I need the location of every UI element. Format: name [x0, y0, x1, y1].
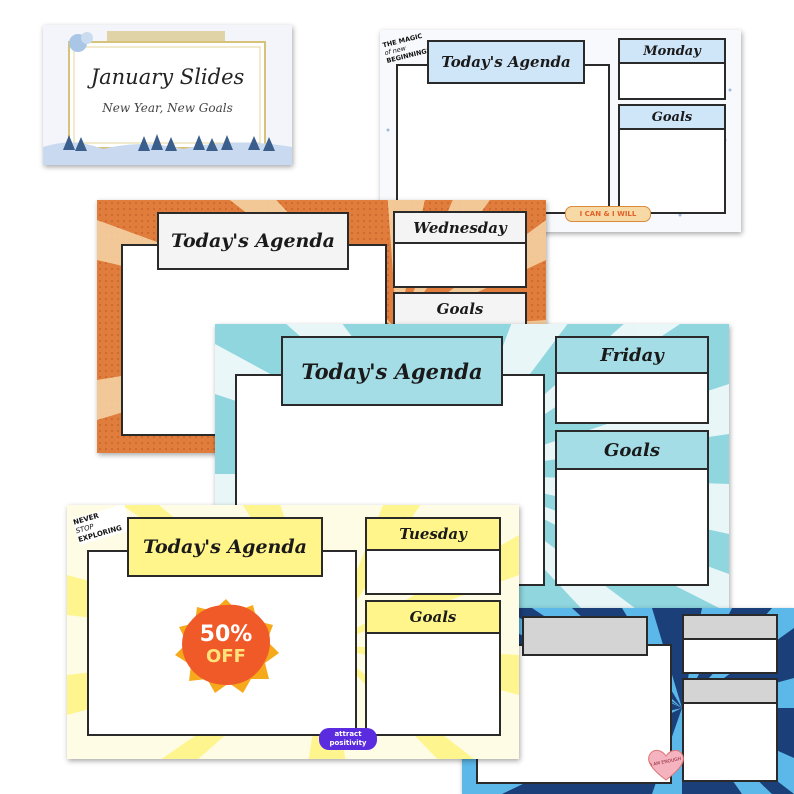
- monday-notes-box[interactable]: [618, 62, 726, 100]
- day-header-wednesday: Wednesday: [393, 211, 527, 245]
- day-notes-box[interactable]: [682, 638, 778, 674]
- sale-badge-shape: [175, 599, 279, 693]
- tuesday-notes-box[interactable]: [365, 549, 501, 595]
- snow-scene: [43, 31, 292, 165]
- goals-header-placeholder: [682, 678, 778, 704]
- agenda-header-placeholder: [522, 616, 648, 656]
- goals-box[interactable]: [365, 632, 501, 736]
- agenda-header: Today's Agenda: [427, 40, 585, 84]
- goals-box[interactable]: [682, 702, 778, 782]
- goals-header: Goals: [393, 292, 527, 326]
- heart-sticker: [648, 749, 684, 781]
- title-slide-thumbnail[interactable]: January Slides New Year, New Goals: [43, 25, 292, 165]
- agenda-box[interactable]: [396, 64, 610, 214]
- i-can-badge: I CAN & I WILL: [565, 206, 651, 222]
- goals-header: Goals: [365, 600, 501, 634]
- title-slide-title: January Slides: [90, 65, 245, 89]
- wednesday-notes-box[interactable]: [393, 242, 527, 288]
- tuesday-slide-thumbnail[interactable]: NEVER STOP EXPLORING Today's Agenda Tues…: [67, 505, 519, 759]
- agenda-header: Today's Agenda: [127, 517, 323, 577]
- friday-notes-box[interactable]: [555, 372, 709, 424]
- day-header-monday: Monday: [618, 38, 726, 64]
- title-slide-subtitle: New Year, New Goals: [102, 101, 233, 115]
- attract-positivity-badge: attract positivity: [319, 728, 377, 750]
- goals-box[interactable]: [618, 128, 726, 214]
- day-header-placeholder: [682, 614, 778, 640]
- day-header-friday: Friday: [555, 336, 709, 374]
- goals-header: Goals: [618, 104, 726, 130]
- sale-percent: 50%: [199, 622, 253, 647]
- goals-header: Goals: [555, 430, 709, 470]
- agenda-header: Today's Agenda: [281, 336, 503, 406]
- blue-slide-thumbnail[interactable]: I AM ENOUGH: [462, 608, 794, 794]
- day-header-tuesday: Tuesday: [365, 517, 501, 551]
- goals-box[interactable]: [555, 468, 709, 586]
- agenda-header: Today's Agenda: [157, 212, 349, 270]
- monday-slide-thumbnail[interactable]: THE MAGIC of new BEGINNINGS Today's Agen…: [380, 30, 741, 232]
- sale-off: OFF: [206, 646, 246, 667]
